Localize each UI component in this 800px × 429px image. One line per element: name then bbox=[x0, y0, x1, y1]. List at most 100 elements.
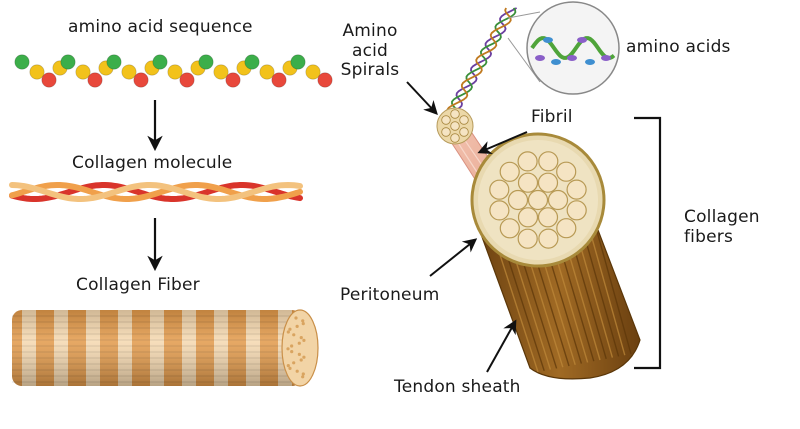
pointer-arrows bbox=[406, 81, 528, 373]
fibril-circle bbox=[556, 218, 577, 239]
fiber-end-dot bbox=[286, 364, 290, 368]
helix-strand bbox=[9, 181, 303, 202]
collagen-molecule-helix bbox=[9, 181, 303, 202]
zoom-amino-bead bbox=[585, 59, 595, 65]
fibril-label: Fibril bbox=[531, 107, 573, 127]
spiral-strand-line bbox=[446, 7, 512, 113]
fibril-circle bbox=[499, 218, 520, 239]
amino-bead bbox=[75, 64, 91, 80]
fiber-end-dot bbox=[288, 366, 292, 370]
small-fibril-circle bbox=[441, 127, 451, 137]
amino-bead bbox=[167, 64, 183, 80]
fibril-circle bbox=[507, 189, 529, 211]
fiber-end-dot bbox=[292, 333, 296, 337]
zoom-amino-bead bbox=[543, 37, 553, 43]
small-fibril-circle bbox=[459, 127, 469, 137]
helix-strand bbox=[9, 182, 303, 202]
amino-bead bbox=[133, 72, 149, 88]
fibril-circle bbox=[566, 200, 587, 221]
small-fibril-circle bbox=[450, 109, 460, 119]
fibril-circle bbox=[556, 161, 577, 182]
collagen-fiber-label: Collagen Fiber bbox=[76, 275, 200, 295]
collagen-fibers-label: Collagen fibers bbox=[684, 207, 760, 247]
fiber-end-dot bbox=[294, 316, 298, 320]
amino-acid-spirals-line-2: acid bbox=[351, 40, 389, 61]
amino-bead bbox=[244, 54, 260, 70]
fibril-circle bbox=[499, 161, 520, 182]
collagen-fiber-cylinder bbox=[12, 309, 319, 387]
fiber-end-dot bbox=[297, 341, 301, 345]
fiber-end-dot bbox=[299, 336, 303, 340]
fibril-circle bbox=[538, 228, 559, 249]
amino-bead bbox=[213, 64, 229, 80]
amino-acid-sequence-label: amino acid sequence bbox=[68, 17, 253, 37]
amino-acids-zoom-circle bbox=[507, 1, 620, 95]
zoom-amino-bead bbox=[567, 55, 577, 61]
amino-bead bbox=[225, 72, 241, 88]
fiber-end-dot bbox=[301, 322, 305, 326]
fiber-end-dot bbox=[295, 324, 299, 328]
small-fibril-circle bbox=[441, 115, 451, 125]
fiber-end-dot bbox=[288, 327, 292, 331]
amino-bead bbox=[106, 54, 122, 70]
fiber-end-dot bbox=[299, 358, 303, 362]
fiber-end-dot bbox=[301, 375, 305, 379]
fibril-circle bbox=[489, 179, 510, 200]
small-fibril-circle bbox=[450, 133, 460, 143]
amino-acids-label: amino acids bbox=[626, 37, 731, 57]
fiber-end-dot bbox=[290, 344, 294, 348]
amino-bead bbox=[305, 64, 321, 80]
amino-bead bbox=[290, 54, 306, 70]
amino-bead bbox=[87, 72, 103, 88]
fiber-end-dot bbox=[302, 338, 306, 342]
fiber-end-dot bbox=[290, 350, 294, 354]
fiber-end-dot bbox=[301, 372, 305, 376]
amino-acid-spirals-line-1: Amino bbox=[342, 21, 398, 41]
fiber-end-dot bbox=[286, 330, 290, 334]
amino-bead bbox=[121, 64, 137, 80]
small-fibril-circle bbox=[450, 121, 460, 131]
small-fibril-circle bbox=[459, 115, 469, 125]
fibril-circle bbox=[566, 179, 587, 200]
fibril-circle bbox=[537, 172, 559, 193]
amino-acid-spiral-strand bbox=[446, 7, 518, 113]
amino-bead bbox=[198, 54, 214, 70]
amino-acid-chain bbox=[14, 54, 333, 88]
fiber-end-dot bbox=[295, 369, 299, 373]
amino-acid-spirals-label: Amino acid Spirals bbox=[337, 21, 403, 81]
zoom-amino-bead bbox=[601, 55, 611, 61]
zoom-amino-bead bbox=[535, 55, 545, 61]
tendon-sheath-label: Tendon sheath bbox=[394, 377, 521, 397]
fibril-circle bbox=[517, 228, 538, 249]
amino-bead bbox=[41, 72, 57, 88]
fibril-circle bbox=[489, 200, 510, 221]
collagen-molecule-label: Collagen molecule bbox=[72, 153, 233, 173]
amino-acid-spirals-line-3: Spirals bbox=[340, 60, 400, 81]
collagen-fibers-line-2: fibers bbox=[684, 226, 734, 247]
collagen-fibers-line-1: Collagen bbox=[684, 207, 760, 227]
amino-bead bbox=[179, 72, 195, 88]
fibril-circle bbox=[517, 151, 538, 172]
collagen-fibers-bracket bbox=[634, 116, 662, 370]
amino-bead bbox=[271, 72, 287, 88]
fibril-circle bbox=[547, 189, 569, 211]
amino-bead bbox=[29, 64, 45, 80]
spiral-strand-line bbox=[451, 7, 517, 113]
amino-bead bbox=[317, 72, 333, 88]
fiber-shading bbox=[12, 310, 302, 386]
fibril-circle bbox=[517, 172, 539, 193]
fibril-circle bbox=[538, 151, 559, 172]
amino-bead bbox=[152, 54, 168, 70]
fiber-end-dot bbox=[301, 319, 305, 323]
fiber-end-dot bbox=[292, 361, 296, 365]
fiber-end-dot bbox=[297, 352, 301, 356]
amino-bead bbox=[259, 64, 275, 80]
tendon-body bbox=[470, 132, 641, 380]
amino-bead bbox=[14, 54, 30, 70]
zoom-amino-bead bbox=[577, 37, 587, 43]
fibril-circle bbox=[537, 207, 559, 228]
fibril-circle bbox=[517, 207, 539, 228]
peritoneum-label: Peritoneum bbox=[340, 285, 440, 305]
